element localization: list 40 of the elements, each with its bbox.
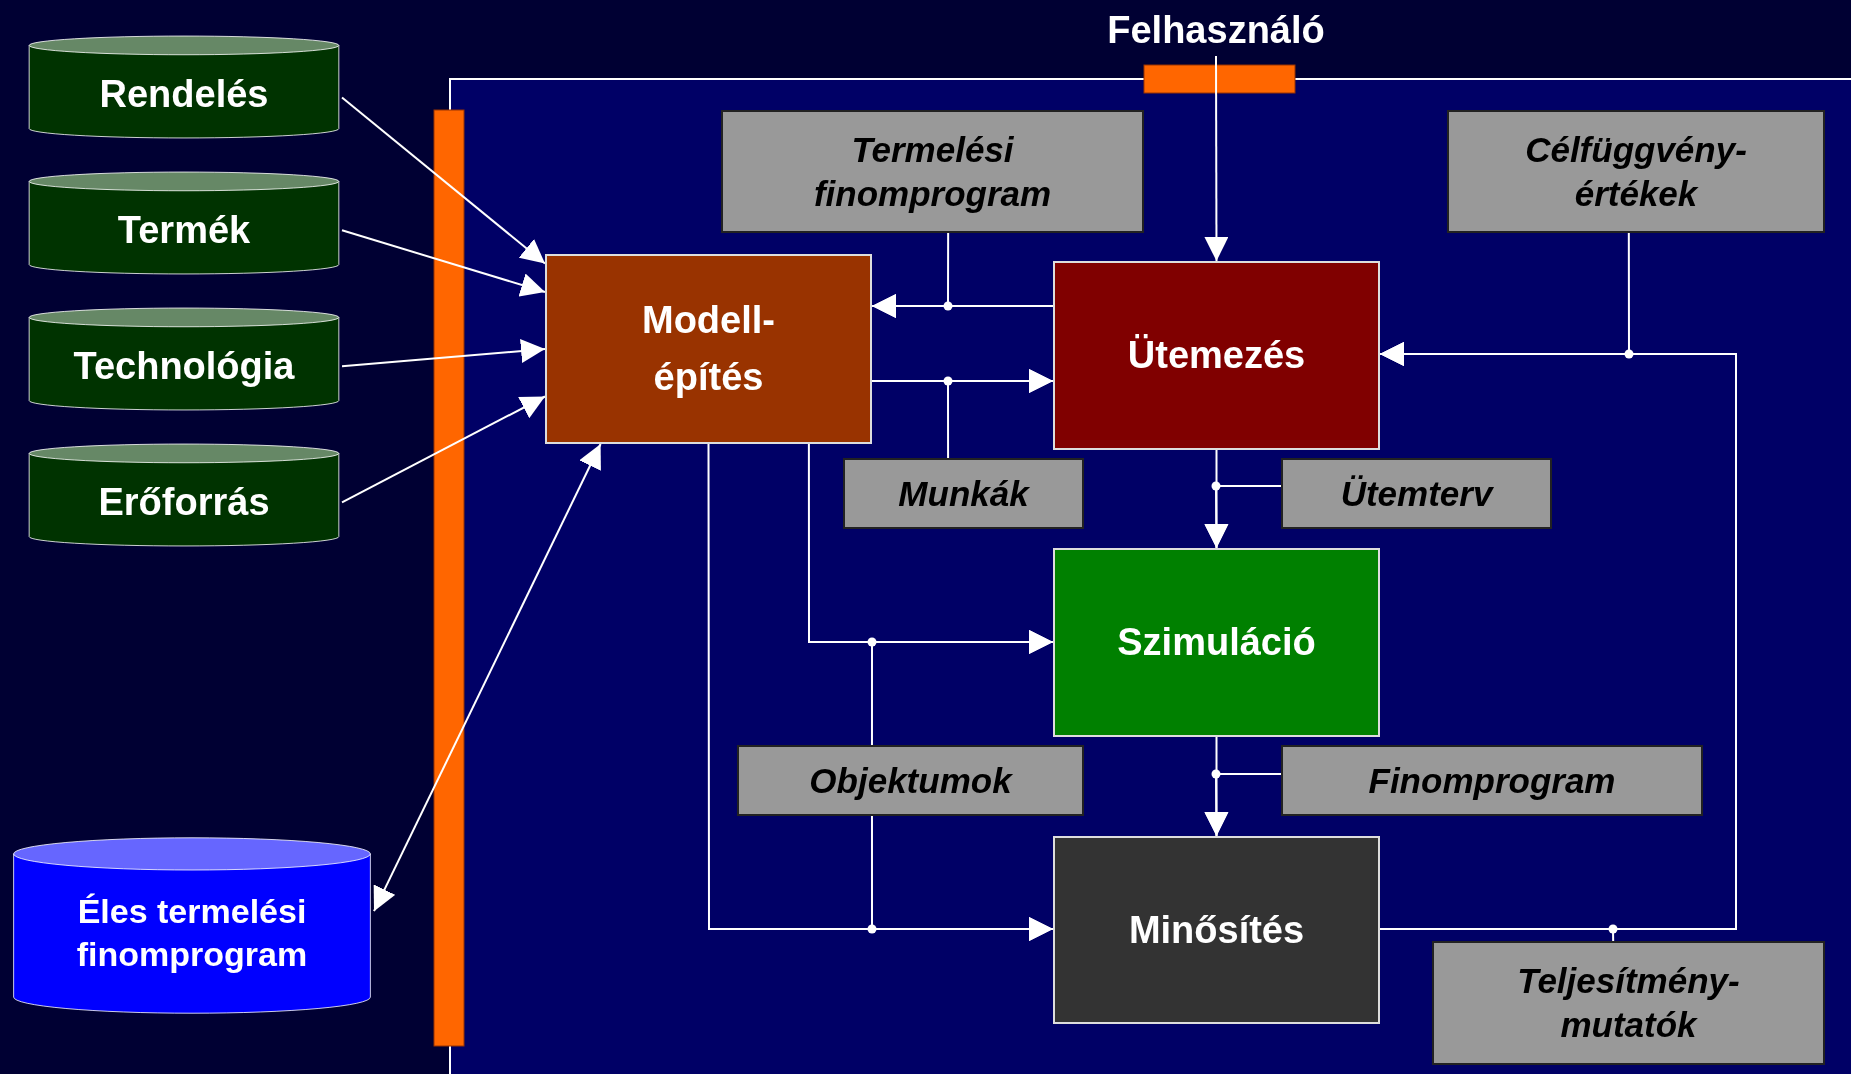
data-box: [1432, 941, 1825, 1065]
node-label: Ütemezés: [1127, 333, 1306, 378]
arrow: [373, 443, 602, 913]
node-label: Minősítés: [1128, 907, 1305, 953]
arrow: [871, 294, 1054, 319]
node-label: Rendelés: [99, 71, 269, 117]
process-box: [1053, 261, 1380, 450]
node-label: Célfüggvény- értékek: [1524, 128, 1748, 215]
node-label: Felhasználó: [1107, 7, 1325, 53]
arrow: [1204, 484, 1282, 549]
process-box: [1053, 836, 1380, 1024]
arrow: [947, 369, 1054, 459]
node-label: Szimuláció: [1117, 620, 1316, 665]
process-box: [545, 254, 872, 444]
arrow: [341, 229, 546, 297]
node-label: Objektumok: [809, 759, 1012, 802]
node-label: Modell- építés: [641, 298, 776, 400]
node-label: Termelési finomprogram: [812, 128, 1053, 215]
arrow: [871, 629, 1054, 746]
data-box: [843, 458, 1084, 529]
arrow: [341, 339, 546, 368]
data-box: [1281, 745, 1703, 816]
node-label: Technológia: [73, 343, 295, 389]
node-label: Ütemterv: [1340, 472, 1493, 515]
data-box: [737, 745, 1084, 816]
node-label: Termék: [117, 207, 251, 253]
arrow: [341, 395, 546, 504]
arrow: [1204, 55, 1229, 262]
node-label: Munkák: [898, 472, 1029, 515]
process-box: [1053, 548, 1380, 737]
data-box: [1447, 110, 1825, 233]
node-label: Éles termelési finomprogram: [75, 891, 309, 975]
node-label: Finomprogram: [1368, 759, 1616, 802]
data-box: [1281, 458, 1552, 529]
data-box: [721, 110, 1144, 233]
node-label: Erőforrás: [98, 479, 270, 525]
arrow: [871, 815, 1054, 942]
node-label: Teljesítmény- mutatók: [1516, 960, 1741, 1046]
arrow: [1204, 772, 1282, 837]
arrow: [341, 96, 546, 265]
